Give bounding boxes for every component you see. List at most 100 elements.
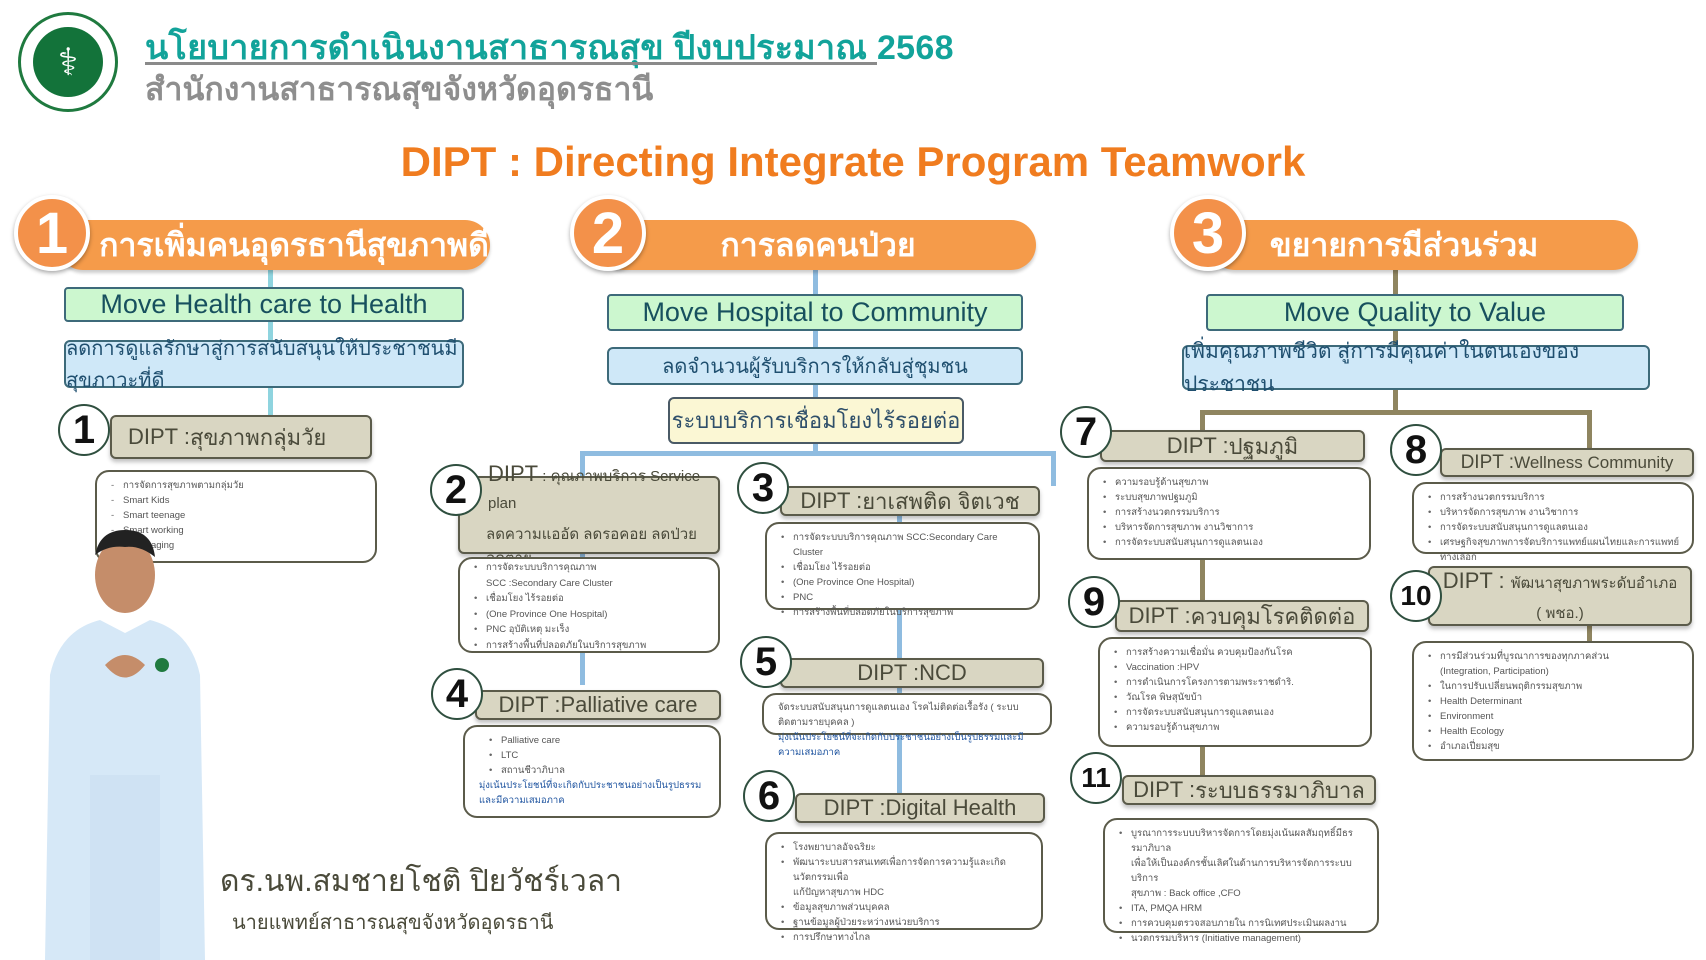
list-item: การจัดการสุขภาพตามกลุ่มวัย (111, 478, 365, 493)
seamless-service-box: ระบบบริการเชื่อมโยงไร้รอยต่อ (668, 397, 964, 444)
dipt-prefix: DIPT : (1166, 433, 1229, 458)
list-item: ITA, PMQA HRM (1119, 901, 1367, 916)
list-item: ระบบสุขภาพปฐมภูมิ (1103, 490, 1359, 505)
list-item: ฐานข้อมูลผู้ป่วยระหว่างหน่วยบริการ (781, 915, 1031, 930)
list-item: PNC (781, 590, 1028, 605)
dipt-1-box: DIPT : สุขภาพกลุ่มวัย (110, 415, 372, 459)
dipt-6-box: DIPT : Digital Health (795, 793, 1045, 823)
dipt-5-number: 5 (740, 636, 792, 688)
connector-line (1200, 410, 1205, 430)
connector-line (1200, 410, 1592, 415)
list-item: การจัดระบบสนับสนุนการดูแลตนเอง (1103, 535, 1359, 550)
dipt-prefix: DIPT : (498, 692, 561, 717)
dipt-7-number: 7 (1060, 406, 1112, 458)
strategy-1-number: 1 (14, 195, 90, 271)
connector-line (1051, 451, 1056, 486)
dipt-11-box: DIPT :ระบบธรรมาภิบาล (1122, 775, 1376, 805)
connector-line (580, 451, 1056, 456)
dipt-10-details: การมีส่วนร่วมที่บูรณาการของทุกภาคส่วน (I… (1412, 641, 1694, 761)
dipt-4-details: Palliative care LTC สถานชีวาภิบาล มุ่งเน… (463, 725, 721, 818)
dipt-11-details: บูรณาการระบบบริหารจัดการโดยมุ่งเน้นผลสัม… (1103, 818, 1379, 946)
list-item: การสร้างนวตกรรมบริการ (1428, 490, 1682, 505)
dipt-7-title: ปฐมภูมิ (1228, 433, 1299, 459)
list-item: Smart teenage (111, 508, 365, 523)
list-item: เชื่อมโยง ไร้รอยต่อ (781, 560, 1028, 575)
list-item: Health Determinant (1428, 694, 1682, 709)
list-item: การควบคุมตรวจสอบภายใน การนิเทศประเมินผลง… (1119, 916, 1367, 931)
dipt-10-title: พัฒนาสุขภาพระดับอำเภอ (1510, 574, 1678, 592)
list-item: เพื่อให้เป็นองค์กรชั้นเลิศในด้านการบริหา… (1131, 858, 1352, 884)
dipt-5-details: จัดระบบสนับสนุนการดูแลตนเอง โรคไม่ติดต่อ… (762, 693, 1052, 758)
dipt-9-title: ควบคุมโรคติดต่อ (1190, 603, 1356, 629)
official-portrait (40, 515, 210, 960)
dipt-prefix: DIPT (488, 460, 539, 486)
list-item: จัดระบบสนับสนุนการดูแลตนเอง โรคไม่ติดต่อ… (778, 702, 1019, 728)
page-title: นโยบายการดำเนินงานสาธารณสุข ปีงบประมาณ 2… (145, 29, 954, 67)
list-item: อำเภอเปี่ยมสุข (1428, 739, 1682, 754)
dipt-3-details: การจัดระบบบริการคุณภาพ SCC:Secondary Car… (765, 522, 1040, 620)
list-item: พัฒนาระบบสารสนเทศเพื่อการจัดการความรู้แล… (781, 855, 1031, 885)
list-item: การจัดระบบสนับสนุนการดูแลตนเอง (1428, 520, 1682, 535)
dipt-9-box: DIPT :ควบคุมโรคติดต่อ (1115, 600, 1369, 632)
connector-line (1200, 558, 1205, 603)
list-item: โรงพยาบาลอัจฉริยะ (781, 840, 1031, 855)
dipt-2-number: 2 (430, 464, 482, 516)
dipt-8-details: การสร้างนวตกรรมบริการ บริหารจัดการสุขภาพ… (1412, 482, 1694, 563)
strategy-2-move: Move Hospital to Community (607, 294, 1023, 331)
connector-line (1393, 268, 1398, 413)
dipt-prefix: DIPT : (1128, 603, 1191, 628)
dipt-prefix: DIPT : (857, 660, 920, 685)
list-item: Smart working (111, 523, 365, 538)
dipt-2-title: : คุณภาพบริการ Service plan (488, 467, 701, 512)
list-item: การดำเนินการโครงการตามพระราชดำริ. (1114, 675, 1360, 690)
strategy-1-goal: ลดการดูแลรักษาสู่การสนับสนุนให้ประชาชนมี… (64, 338, 464, 392)
strategy-3-banner: ขยายการมีส่วนร่วม (1210, 220, 1638, 270)
note-text: และมีความเสมอภาค (479, 795, 565, 806)
list-item: สุขภาพ : Back office ,CFO (1131, 888, 1241, 899)
caduceus-icon: ⚕ (33, 27, 103, 97)
dipt-6-details: โรงพยาบาลอัจฉริยะ พัฒนาระบบสารสนเทศเพื่อ… (765, 832, 1043, 945)
dipt-prefix: DIPT : (1460, 451, 1515, 473)
note-text: มุ่งเน้นประโยชน์ที่จะเกิดกับประชาชนอย่าง… (778, 732, 1024, 758)
list-item: การจัดระบบบริการคุณภาพ (474, 560, 708, 576)
strategy-2-number: 2 (570, 195, 646, 271)
dipt-8-box: DIPT :Wellness Community (1440, 448, 1694, 477)
list-item: ความรอบรู้ด้านสุขภาพ (1114, 720, 1360, 735)
ministry-of-public-health-logo-icon: ⚕ (18, 12, 118, 112)
list-item: PNC อุบัติเหตุ มะเร็ง (474, 622, 708, 638)
dipt-8-number: 8 (1390, 424, 1442, 476)
dipt-prefix: DIPT : (1442, 567, 1511, 593)
list-item: (Integration, Participation) (1440, 666, 1549, 677)
dipt-2-details: การจัดระบบบริการคุณภาพ SCC :Secondary Ca… (458, 557, 720, 653)
list-item: Health Ecology (1428, 724, 1682, 739)
dipt-4-box: DIPT : Palliative care (475, 690, 721, 720)
dipt-prefix: DIPT : (800, 488, 863, 513)
dipt-prefix: DIPT : (1133, 777, 1196, 802)
list-item: (One Province One Hospital) (474, 607, 708, 623)
dipt-main-title: DIPT : Directing Integrate Program Teamw… (400, 138, 1306, 185)
page-subtitle: สำนักงานสาธารณสุขจังหวัดอุดรธานี (145, 71, 654, 107)
list-item: Vaccination :HPV (1114, 660, 1360, 675)
list-item: การสร้างนวตกรรมบริการ (1103, 505, 1359, 520)
list-item: เศรษฐกิจสุขภาพการจัดบริการแพทย์แผนไทยและ… (1428, 535, 1682, 565)
title-underline (145, 62, 877, 65)
face-shape (95, 537, 155, 613)
list-item: การมีส่วนร่วมที่บูรณาการของทุกภาคส่วน (1428, 649, 1682, 664)
dipt-3-number: 3 (737, 462, 789, 514)
list-item: แก้ปัญหาสุขภาพ HDC (793, 887, 884, 898)
list-item: ความรอบรู้ด้านสุขภาพ (1103, 475, 1359, 490)
strategy-2-banner: การลดคนป่วย (600, 220, 1036, 270)
dipt-10-subtitle: ( พชอ.) (1536, 604, 1584, 622)
dipt-9-details: การสร้างความเชื่อมั่น ควบคุมป้องกันโรค V… (1098, 637, 1372, 747)
dipt-5-box: DIPT : NCD (780, 658, 1044, 688)
dipt-1-title: สุขภาพกลุ่มวัย (189, 424, 327, 450)
list-item: บริหารจัดการสุขภาพ งานวิชาการ (1103, 520, 1359, 535)
dipt-3-box: DIPT : ยาเสพติด จิตเวช (780, 486, 1040, 516)
strategy-3-move: Move Quality to Value (1206, 294, 1624, 331)
list-item: ข้อมูลสุขภาพส่วนบุคคล (781, 900, 1031, 915)
badge-icon (155, 658, 169, 672)
strategy-1-move: Move Health care to Health (64, 287, 464, 322)
dipt-8-title: Wellness Community (1514, 452, 1674, 472)
dipt-9-number: 9 (1068, 576, 1120, 628)
hair-shape (95, 530, 155, 557)
